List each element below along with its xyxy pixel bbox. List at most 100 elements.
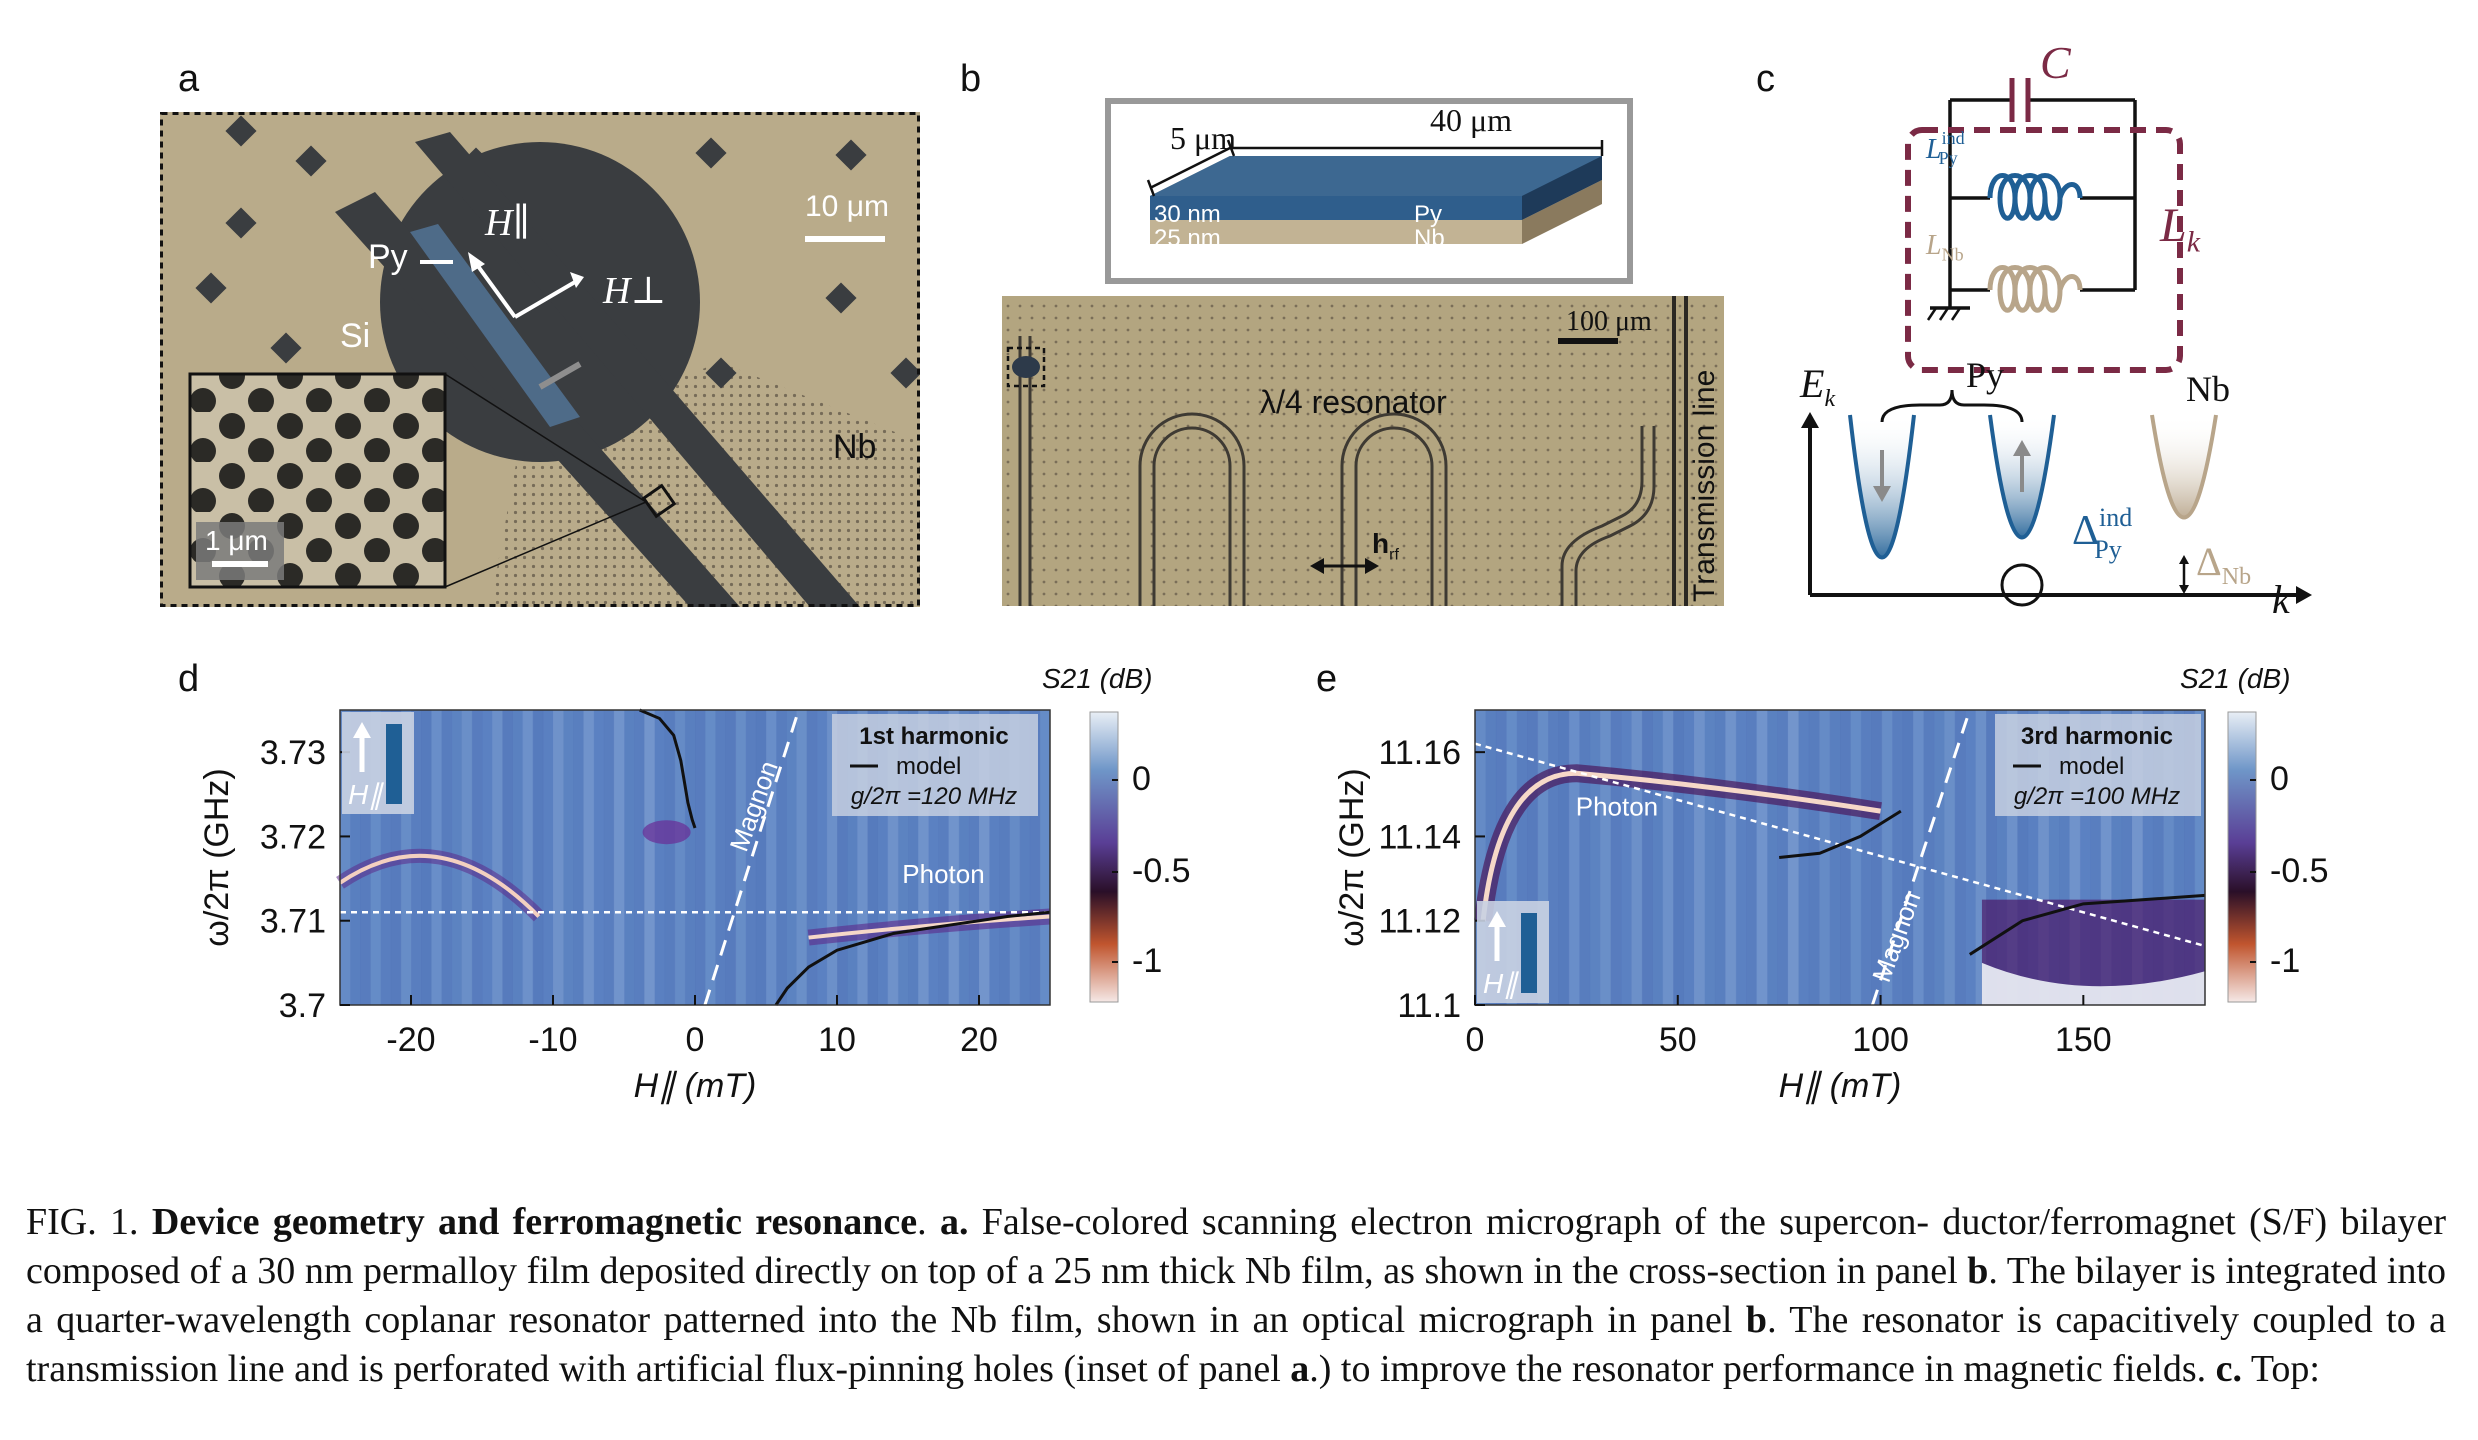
- panel-label-e: e: [1316, 658, 1338, 700]
- heatmap-stripe: [1537, 710, 1549, 1005]
- d-colorbar: [1089, 711, 1119, 1003]
- heatmap-stripe: [2006, 710, 2018, 1005]
- heatmap-stripe: [553, 710, 564, 1005]
- heatmap-stripe: [654, 710, 666, 1005]
- colorbar-title: S21 (dB): [2180, 663, 2291, 694]
- x-tick-label: 150: [2055, 1021, 2112, 1059]
- heatmap-stripe: [2090, 710, 2102, 1005]
- heatmap-stripe: [644, 710, 655, 1005]
- gap-marker: [2000, 563, 2044, 607]
- heatmap-stripe: [2059, 710, 2070, 1005]
- y-tick-label: 11.14: [1378, 818, 1461, 856]
- colorbar-tick-label: -0.5: [1132, 852, 1191, 890]
- heatmap-stripe: [837, 710, 848, 1005]
- x-tick-label: 50: [1659, 1021, 1697, 1059]
- field-arrowhead-icon: [1488, 911, 1506, 927]
- nb-inductor-icon: [1987, 265, 2083, 313]
- heatmap-stripe: [1039, 710, 1051, 1005]
- heatmap-stripe: [745, 710, 757, 1005]
- heatmap-stripe: [350, 710, 361, 1005]
- holes-inset: [188, 372, 447, 589]
- heatmap-stripe: [471, 710, 483, 1005]
- heatmap-stripe: [1923, 710, 1935, 1005]
- heatmap-stripe: [1881, 710, 1893, 1005]
- heatmap-stripe: [1996, 710, 2008, 1005]
- heatmap-stripe: [806, 710, 818, 1005]
- heatmap-stripe: [1902, 710, 1914, 1005]
- heatmap-stripe: [1610, 710, 1622, 1005]
- legend-coupling: g/2π =120 MHz: [851, 783, 1017, 810]
- heatmap-stripe: [867, 710, 879, 1005]
- heatmap-stripe: [2111, 710, 2123, 1005]
- c-lnb-label: LNb: [1926, 230, 1964, 265]
- heatmap-stripe: [1589, 710, 1601, 1005]
- heatmap-stripe: [847, 710, 858, 1005]
- heatmap-stripe: [1808, 710, 1820, 1005]
- heatmap-stripe: [2017, 710, 2029, 1005]
- b-py-thickness: 30 nm: [1154, 201, 1221, 228]
- legend-model-label: model: [896, 753, 961, 780]
- heatmap-stripe: [1019, 710, 1031, 1005]
- photon-peak-right: [808, 914, 1051, 940]
- heatmap-stripe: [1673, 710, 1685, 1005]
- plot-frame: [1474, 709, 2206, 1006]
- heatmap-stripe: [1600, 710, 1612, 1005]
- heatmap-stripe: [999, 710, 1010, 1005]
- c-cap-label: C: [2040, 37, 2071, 88]
- heatmap-stripe: [2121, 710, 2133, 1005]
- c-delta-nb-label: ΔNb: [2196, 539, 2252, 590]
- x-tick-label: 20: [960, 1021, 998, 1059]
- c-lk-label: Lk: [2160, 199, 2201, 259]
- heatmap-stripe: [1860, 710, 1872, 1005]
- heatmap-stripe: [695, 710, 706, 1005]
- heatmap-stripe: [1944, 710, 1956, 1005]
- heatmap-stripe: [593, 710, 605, 1005]
- photon-peak-left: [338, 853, 541, 918]
- heatmap-stripe: [908, 710, 919, 1005]
- colorbar-title: S21 (dB): [1042, 663, 1153, 694]
- spin-arrows: [1873, 440, 2031, 502]
- heatmap-stripe: [674, 710, 686, 1005]
- py-brace: [1880, 389, 2024, 423]
- delta-nb-arrow: [2179, 555, 2189, 594]
- heatmap-stripe: [1704, 710, 1716, 1005]
- colorbar-tick-label: 0: [2270, 760, 2289, 798]
- heatmap-stripe: [613, 710, 625, 1005]
- heatmap-stripe: [1694, 710, 1705, 1005]
- zoom-target: [641, 483, 677, 519]
- heatmap-stripe: [1725, 710, 1737, 1005]
- heatmap-stripe: [1714, 710, 1726, 1005]
- heatmap-stripe: [1516, 710, 1528, 1005]
- heatmap-stripe: [1568, 710, 1580, 1005]
- heatmap-stripe: [928, 710, 939, 1005]
- film-strip-icon: [1521, 913, 1537, 993]
- c-lpy-label: LindPy: [1926, 128, 1965, 168]
- b-transmission-label: Transmission line: [1688, 369, 1721, 602]
- heatmap-stripe: [583, 710, 595, 1005]
- ground-icon: [1926, 307, 1962, 321]
- hrf-arrow: [1310, 558, 1379, 574]
- heatmap-stripe: [887, 710, 899, 1005]
- b-nb-thickness: 25 nm: [1154, 225, 1221, 252]
- x-tick-label: 0: [1466, 1021, 1485, 1059]
- heatmap-stripe: [1850, 710, 1862, 1005]
- c-delta-py-label: ΔindPy: [2072, 503, 2133, 564]
- c-nb-label: Nb: [2186, 369, 2230, 409]
- heatmap-stripe: [1871, 710, 1883, 1005]
- heatmap-stripe: [624, 710, 635, 1005]
- heatmap-stripe: [1662, 710, 1674, 1005]
- panel-label-b: b: [960, 58, 982, 100]
- panel-c-figure: [1801, 78, 2312, 607]
- band-axes: [1801, 412, 2312, 604]
- e-colorbar: [2227, 711, 2257, 1003]
- panel-label-d: d: [178, 658, 200, 700]
- heatmap-stripe: [705, 710, 716, 1005]
- panel-label-c: c: [1756, 58, 1775, 100]
- y-axis-label: ω/2π (GHz): [1333, 768, 1371, 946]
- heatmap-stripe: [1641, 710, 1653, 1005]
- panel-b-figure: [1002, 98, 1724, 606]
- heatmap-stripe: [796, 710, 808, 1005]
- b-py-name: Py: [1414, 201, 1443, 228]
- c-k-label: k: [2272, 577, 2290, 622]
